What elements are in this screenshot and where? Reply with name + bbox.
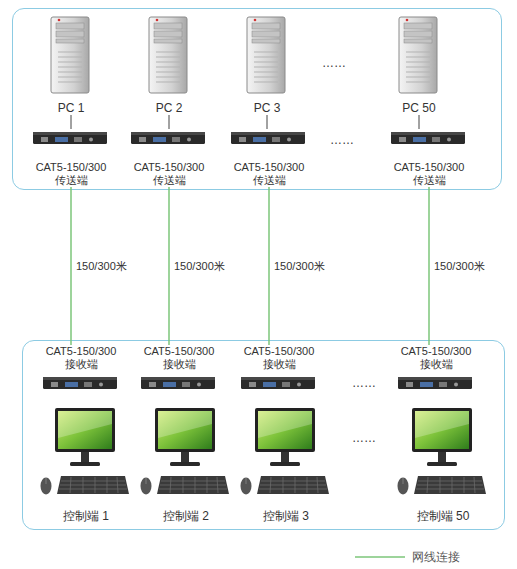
mouse	[41, 478, 52, 495]
keyboard	[414, 476, 486, 494]
pc-tower	[51, 17, 89, 93]
node-label: PC 1	[58, 101, 85, 115]
node-label: CAT5-150/300 接收端	[396, 345, 476, 371]
console-node: 控制端 50	[398, 401, 488, 523]
node-label: 控制端 2	[163, 509, 209, 523]
computer-node: PC 2	[134, 13, 204, 115]
receiver-node: CAT5-150/300 接收端	[391, 345, 481, 393]
transmitter-node: CAT5-150/300 传送端	[227, 129, 311, 187]
keyboard	[257, 476, 329, 494]
ellipsis-label: ……	[352, 376, 376, 390]
group-panel: PC 1 PC 2 PC 3 PC 50 CAT5-150/300 传送端 CAT5-15…	[12, 8, 502, 190]
cable-length: 150/300米	[174, 260, 225, 273]
receiver-device	[43, 377, 117, 389]
computer-node: PC 1	[36, 13, 106, 115]
node-label: 控制端 3	[263, 509, 309, 523]
receiver-node: CAT5-150/300 接收端	[234, 345, 324, 393]
node-label: 控制端 1	[63, 509, 109, 523]
node-label: 控制端 50	[417, 509, 470, 523]
monitor	[55, 408, 115, 466]
monitor	[255, 408, 315, 466]
console-node: 控制端 3	[241, 401, 331, 523]
transmitter-icons	[33, 132, 465, 144]
keyboard-icons	[57, 476, 486, 494]
pc-tower	[247, 17, 285, 93]
ellipsis-label: ……	[322, 56, 346, 70]
keyboard	[57, 476, 129, 494]
legend-line	[355, 556, 405, 558]
cable-length: 150/300米	[434, 260, 485, 273]
node-label: CAT5-150/300 传送端	[129, 161, 209, 187]
device-link	[419, 115, 420, 129]
node-label: PC 2	[156, 101, 183, 115]
node-label: CAT5-150/300 传送端	[229, 161, 309, 187]
device-link	[267, 115, 268, 129]
console-node: 控制端 1	[41, 401, 131, 523]
ellipsis-label: ……	[330, 133, 354, 147]
mouse-icons	[41, 478, 409, 495]
node-label: PC 3	[254, 101, 281, 115]
monitor	[412, 408, 472, 466]
cable-length: 150/300米	[76, 260, 127, 273]
receiver-node: CAT5-150/300 接收端	[134, 345, 224, 393]
monitor	[155, 408, 215, 466]
transmitter-node: CAT5-150/300 传送端	[29, 129, 113, 187]
pc-tower	[399, 17, 437, 93]
node-label: PC 50	[402, 101, 435, 115]
node-label: CAT5-150/300 传送端	[31, 161, 111, 187]
transmitter-device	[33, 132, 107, 144]
mouse	[398, 478, 409, 495]
legend-label: 网线连接	[412, 550, 460, 564]
group-panel: CAT5-150/300 接收端 CAT5-150/300 接收端 CAT5-150…	[22, 340, 505, 530]
transmitter-node: CAT5-150/300 传送端	[127, 129, 211, 187]
computer-node: PC 50	[384, 13, 454, 115]
mouse	[241, 478, 252, 495]
computer-node: PC 3	[232, 13, 302, 115]
transmitter-device	[131, 132, 205, 144]
pc-tower	[149, 17, 187, 93]
node-label: CAT5-150/300 传送端	[389, 161, 469, 187]
keyboard	[157, 476, 229, 494]
receiver-device	[241, 377, 315, 389]
receiver-icons	[43, 377, 472, 389]
console-node: 控制端 2	[141, 401, 231, 523]
transmitter-device	[231, 132, 305, 144]
transmitter-device	[391, 132, 465, 144]
network-cable	[70, 187, 72, 345]
monitor-icons	[55, 408, 472, 466]
receiver-node: CAT5-150/300 接收端	[36, 345, 126, 393]
network-cable	[268, 187, 270, 345]
mouse	[141, 478, 152, 495]
network-cable	[168, 187, 170, 345]
pc-icons	[51, 17, 437, 93]
cable-length: 150/300米	[274, 260, 325, 273]
transmitter-node: CAT5-150/300 传送端	[387, 129, 471, 187]
device-link	[71, 115, 72, 129]
node-label: CAT5-150/300 接收端	[239, 345, 319, 371]
device-link	[169, 115, 170, 129]
node-label: CAT5-150/300 接收端	[41, 345, 121, 371]
node-label: CAT5-150/300 接收端	[139, 345, 219, 371]
network-cable	[428, 187, 430, 345]
receiver-device	[141, 377, 215, 389]
ellipsis-label: ……	[352, 431, 376, 445]
receiver-device	[398, 377, 472, 389]
